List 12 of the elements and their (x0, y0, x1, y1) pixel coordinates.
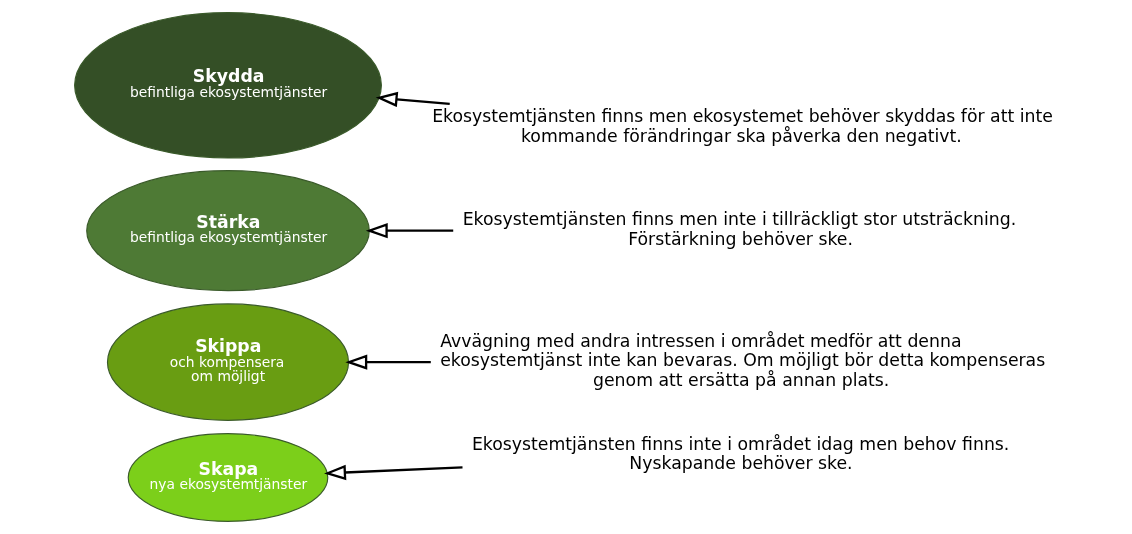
node-ellipse: Skippa och kompensera om möjligt (106, 303, 349, 421)
arrow (375, 91, 450, 108)
node-ellipse: Stärka befintliga ekosystemtjänster (85, 170, 370, 292)
arrow (323, 464, 463, 481)
node-text: Ekosystemtjänsten finns men inte i tillräckligt stor utsträckning. Förstärkning behöver ske. (462, 208, 1016, 249)
arrow (344, 354, 431, 370)
arrow (365, 223, 453, 239)
node-text: Ekosystemtjänsten finns inte i området idag men behov finns. Nyskapande behöver ske. (471, 433, 1009, 474)
node-text: Ekosystemtjänsten finns men ekosystemet behöver skyddas för att inte kommande förändringar ska påverka den negativt. (431, 106, 1053, 146)
node-text: Avvägning med andra intressen i området medför att denna ekosystemtjänst inte kan bevaras. Om möjligt bör detta kompenseras genom att ersätta på annan plats. (439, 330, 1045, 390)
node-ellipse: Skydda befintliga ekosystemtjänster (73, 12, 382, 159)
node-ellipse: Skapa nya ekosystemtjänster (127, 433, 328, 522)
